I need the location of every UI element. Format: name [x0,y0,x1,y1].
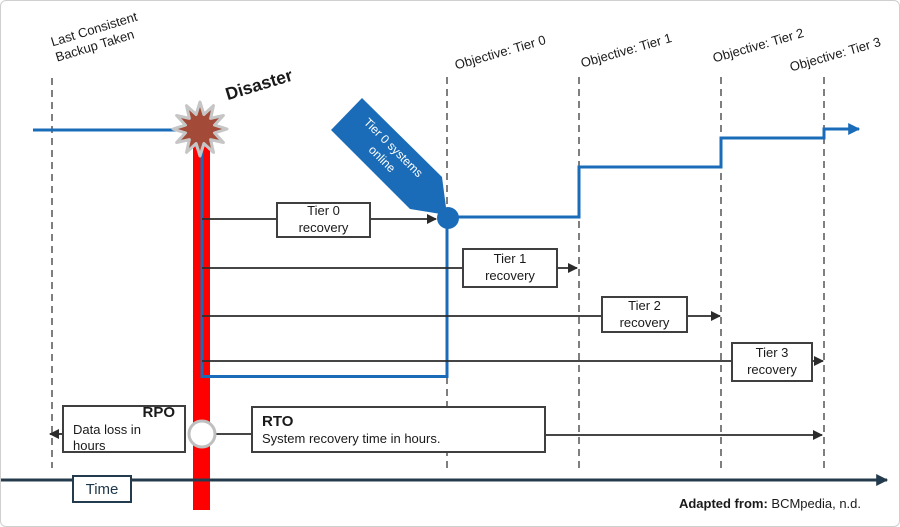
rpo-description: Data loss in hours [73,422,141,453]
attribution: Adapted from: BCMpedia, n.d. [679,496,861,511]
tier2-recovery-line1: Tier 2 [628,297,661,313]
tier3-recovery-line1: Tier 3 [755,345,789,361]
disaster-star-icon [171,100,229,158]
attribution-prefix: Adapted from: [678,496,768,511]
rto-description: System recovery time in hours. [262,430,441,446]
time-axis-label: Time [85,480,119,498]
time-axis-label-box: Time [72,475,132,503]
rpo-rto-pivot-circle [187,419,217,449]
tier0-online-ribbon [331,98,447,215]
rto-title: RTO [262,412,294,430]
service-level-timeline [33,123,861,378]
tier3-recovery-line2: recovery [747,362,797,377]
rpo-box: RPO Data loss in hours [62,404,186,453]
tier2-recovery-line2: recovery [619,314,670,330]
tier0-recovery-line1: Tier 0 [307,203,340,219]
tier1-recovery-box: Tier 1 recovery [462,248,558,288]
tier0-recovery-box: Tier 0 recovery [276,202,371,238]
tier3-recovery-box: Tier 3 recovery [731,342,813,382]
attribution-source: BCMpedia, n.d. [767,496,861,511]
rto-box: RTO System recovery time in hours. [251,406,546,453]
tier0-recovery-line2: recovery [298,220,349,235]
tier1-recovery-line2: recovery [485,268,535,283]
rpo-title: RPO [142,404,175,422]
tier2-recovery-box: Tier 2 recovery [601,296,688,333]
tier0-online-dot [437,207,459,229]
tier1-recovery-line1: Tier 1 [493,251,527,267]
